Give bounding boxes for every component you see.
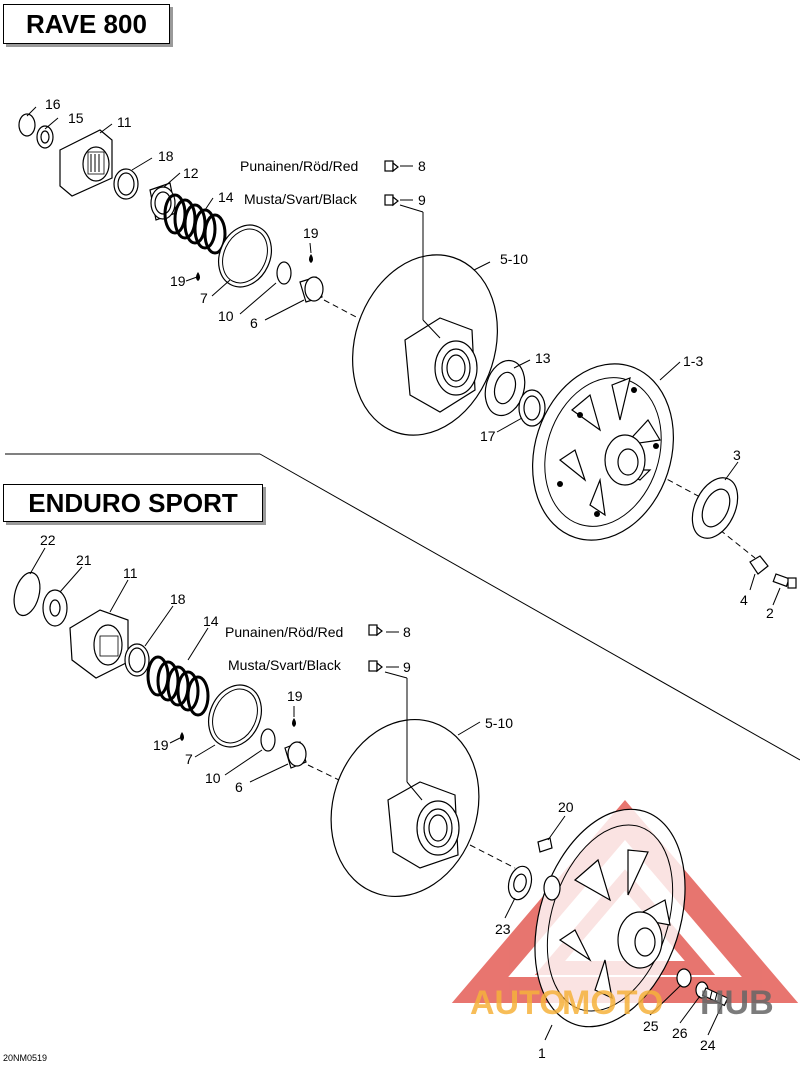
callout-bottom-21: 21	[76, 552, 92, 568]
leader-lines-top	[26, 106, 781, 606]
callout-top-16: 16	[45, 96, 61, 112]
callout-top-18: 18	[158, 148, 174, 164]
callout-top-8: 8	[418, 158, 426, 174]
bushing-6	[284, 741, 307, 769]
callout-top-6: 6	[250, 315, 258, 331]
grease-drop-19	[180, 732, 184, 741]
cover-7	[218, 224, 272, 288]
cam-11	[69, 609, 129, 679]
callout-top-5-10: 5-10	[500, 251, 528, 267]
section-title-rave-800: RAVE 800	[3, 4, 170, 44]
grease-drop-19	[196, 272, 200, 281]
callout-bottom-26: 26	[672, 1025, 688, 1041]
callout-top-10: 10	[218, 308, 234, 324]
callout-top-17: 17	[480, 428, 496, 444]
callout-bottom-24: 24	[700, 1037, 716, 1053]
callout-bottom-19a: 19	[287, 688, 303, 704]
grease-drop-19	[309, 254, 313, 263]
callout-bottom-5-10: 5-10	[485, 715, 513, 731]
callout-top-3: 3	[733, 447, 741, 463]
compound-red-label: Punainen/Röd/Red	[240, 158, 358, 174]
compound-black-icon	[368, 660, 383, 673]
compound-black-label: Musta/Svart/Black	[244, 191, 358, 207]
callout-top-9: 9	[418, 192, 426, 208]
fixed-sheave-1-3	[532, 363, 674, 541]
callout-bottom-23: 23	[495, 921, 511, 937]
callout-top-2: 2	[766, 605, 774, 621]
grease-drop-19	[292, 718, 296, 727]
watermark-text: AUTO MOTO HUB	[470, 984, 774, 1022]
callout-bottom-20: 20	[558, 799, 574, 815]
compound-red-icon	[384, 160, 399, 173]
leader-lines-bottom	[29, 547, 723, 1041]
cam-11	[59, 129, 113, 197]
fixed-sheave-1	[534, 808, 686, 1028]
callout-bottom-14: 14	[203, 613, 219, 629]
compound-red-icon	[368, 624, 383, 637]
bushing-6	[299, 276, 324, 303]
axis-line	[719, 529, 756, 559]
o-ring-10	[260, 728, 276, 752]
callout-top-11: 11	[117, 114, 132, 130]
movable-sheave-5-10	[352, 254, 498, 436]
callout-top-15: 15	[68, 110, 84, 126]
spring-14	[146, 655, 210, 717]
watermark-text-hub: HUB	[700, 984, 774, 1022]
callout-bottom-10: 10	[205, 770, 221, 786]
callout-top-14: 14	[218, 189, 234, 205]
callout-bottom-19b: 19	[153, 737, 169, 753]
callout-top-7: 7	[200, 290, 208, 306]
callout-bottom-6: 6	[235, 779, 243, 795]
callout-bottom-8: 8	[403, 624, 411, 640]
compound-black-icon	[384, 194, 399, 207]
watermark-text-auto: AUTO	[470, 984, 566, 1022]
section-title-text: ENDURO SPORT	[28, 487, 238, 518]
movable-sheave-5-10	[330, 718, 480, 898]
watermark-text-moto: MOTO	[562, 984, 663, 1022]
callout-top-12: 12	[183, 165, 199, 181]
callout-bottom-7: 7	[185, 751, 193, 767]
callout-top-19a: 19	[303, 225, 319, 241]
section-divider-diagonal	[259, 453, 800, 761]
callout-bottom-25: 25	[643, 1018, 659, 1034]
callout-top-1-3: 1-3	[683, 353, 703, 369]
spring-14	[163, 193, 227, 255]
axis-line	[469, 844, 516, 869]
o-ring-10	[276, 261, 292, 285]
callout-bottom-1: 1	[538, 1045, 546, 1061]
compound-red-label: Punainen/Röd/Red	[225, 624, 343, 640]
bolt-24	[701, 987, 729, 1007]
compound-black-label: Musta/Svart/Black	[228, 657, 342, 673]
callout-top-13: 13	[535, 350, 551, 366]
callout-bottom-18: 18	[170, 591, 186, 607]
washer-25	[676, 968, 692, 988]
plate-3	[691, 477, 739, 539]
bolt-2	[772, 573, 797, 589]
section-title-text: RAVE 800	[26, 8, 147, 39]
bottom-assembly	[13, 547, 729, 1041]
reference-code: 20NM0519	[3, 1053, 47, 1063]
callout-bottom-9: 9	[403, 659, 411, 675]
circlip-16	[18, 113, 36, 137]
key-20	[537, 837, 553, 853]
callout-bottom-11: 11	[123, 565, 138, 581]
cover-7	[208, 684, 262, 748]
section-title-enduro-sport: ENDURO SPORT	[3, 484, 263, 522]
top-assembly	[18, 106, 797, 606]
callout-top-19b: 19	[170, 273, 186, 289]
circlip-22	[13, 571, 41, 617]
bushing-12	[149, 182, 177, 221]
callout-top-4: 4	[740, 592, 748, 608]
nut-4	[749, 555, 769, 575]
callout-bottom-22: 22	[40, 532, 56, 548]
